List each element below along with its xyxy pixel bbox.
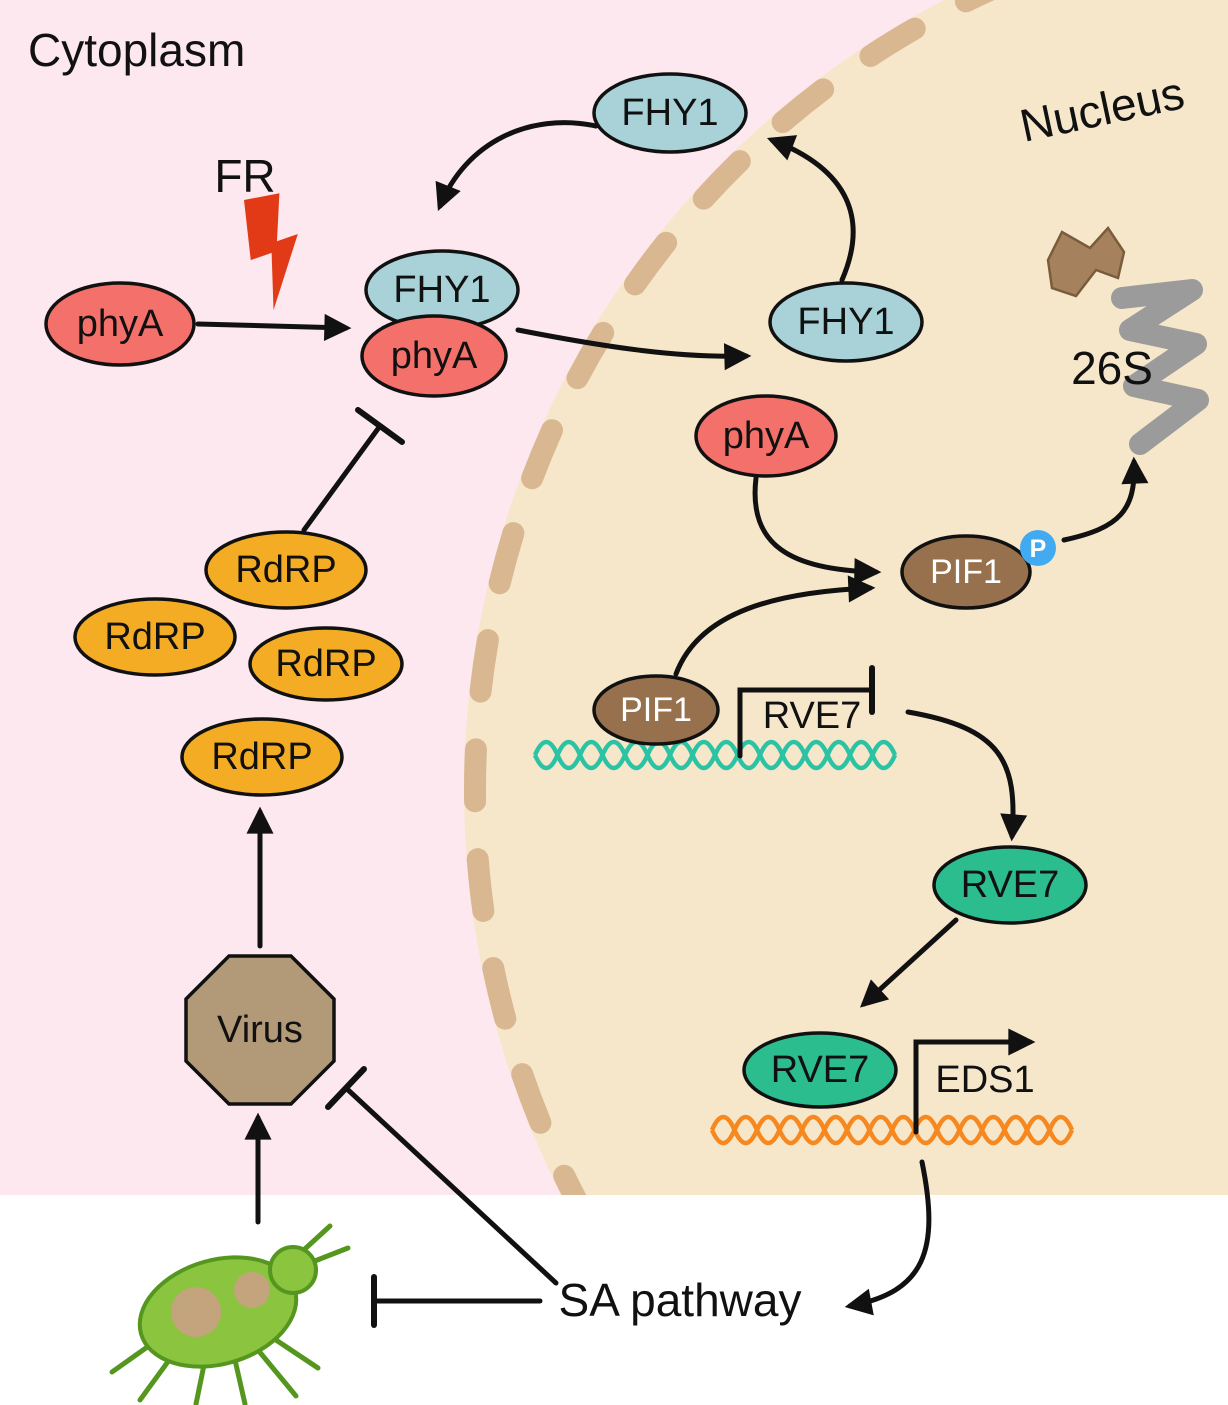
rdrp-node-4: RdRP xyxy=(180,717,344,797)
pif1-phospho-node: PIF1 P xyxy=(900,530,1056,610)
lightning-bolt-icon xyxy=(244,193,298,311)
sa-pathway-label: SA pathway xyxy=(559,1274,802,1326)
arrow-phya-pif1 xyxy=(752,475,882,586)
arrow-fhy1-recycle xyxy=(435,120,599,212)
arrow-phya-binding xyxy=(195,313,352,341)
phospho-badge-label: P xyxy=(1030,535,1047,563)
rve7-dna-strand-2 xyxy=(532,739,898,771)
eds1-dna-strand-2 xyxy=(709,1114,1075,1146)
rdrp-node-3: RdRP xyxy=(248,626,404,702)
rdrp-node-2: RdRP xyxy=(73,597,237,677)
insect-head xyxy=(268,1245,318,1295)
pif1-dna-node: PIF1 xyxy=(592,674,720,746)
fhy1-complex-label: FHY1 xyxy=(393,269,490,311)
arrow-eds1-sa xyxy=(844,1159,932,1316)
fhy1-shuttle-label: FHY1 xyxy=(621,92,718,134)
insect-spot-large xyxy=(171,1287,221,1337)
rve7-gene-promoter xyxy=(737,665,875,759)
phya-nucleus-label: phyA xyxy=(723,415,810,457)
rdrp-label-1: RdRP xyxy=(235,549,336,591)
insect-spot-small xyxy=(234,1272,270,1308)
phya-cytoplasm-node: phyA xyxy=(44,281,196,367)
rve7-dna-wave xyxy=(532,739,898,771)
rve7-bound-label: RVE7 xyxy=(771,1049,870,1091)
arrow-pif1-degradation xyxy=(1061,456,1149,543)
proteasome-26s-icon xyxy=(1046,225,1209,455)
pif1-phospho-label: PIF1 xyxy=(930,553,1002,591)
fhy1-nucleus-node: FHY1 xyxy=(768,281,924,363)
fhy1-phya-complex: FHY1 phyA xyxy=(360,249,520,398)
rdrp-label-2: RdRP xyxy=(104,616,205,658)
far-red-label: FR xyxy=(214,150,275,202)
phya-cytoplasm-label: phyA xyxy=(77,303,164,345)
arrow-fhy1-export xyxy=(766,135,856,283)
tbar-rdrp-complex xyxy=(301,407,405,533)
eds1-dna-wave xyxy=(709,1114,1075,1146)
fhy1-shuttle-node: FHY1 xyxy=(592,72,748,154)
rve7-bound-node: RVE7 xyxy=(742,1031,898,1109)
phospho-badge xyxy=(1020,530,1056,566)
rve7-protein-node: RVE7 xyxy=(932,845,1088,925)
nuclear-envelope xyxy=(464,0,995,1195)
rdrp-label-3: RdRP xyxy=(275,643,376,685)
arrow-complex-import xyxy=(515,327,752,371)
phya-complex-node xyxy=(360,314,508,398)
fhy1-nucleus-label: FHY1 xyxy=(797,301,894,343)
pif1-dna-label: PIF1 xyxy=(620,691,692,729)
eds1-gene-promoter xyxy=(913,1028,1036,1135)
arrow-pif1-phosphorylation xyxy=(673,575,876,677)
tbar-sa-insect xyxy=(371,1274,543,1328)
virus-label: Virus xyxy=(217,1009,303,1051)
virus-node: Virus xyxy=(184,954,336,1106)
phya-complex-label: phyA xyxy=(391,335,478,377)
proteasome-coil xyxy=(1111,279,1209,455)
ubiquitinated-protein-icon xyxy=(1046,225,1126,298)
eds1-gene-label: EDS1 xyxy=(935,1059,1034,1101)
tbar-sa-virus xyxy=(325,1066,559,1286)
proteasome-26s-label: 26S xyxy=(1071,342,1153,394)
rve7-protein-label: RVE7 xyxy=(961,864,1060,906)
rve7-gene-label: RVE7 xyxy=(763,695,862,737)
cytoplasm-label: Cytoplasm xyxy=(28,24,245,76)
rdrp-node-1: RdRP xyxy=(204,530,368,610)
arrow-rve7-expression xyxy=(905,709,1028,842)
rdrp-label-4: RdRP xyxy=(211,736,312,778)
phya-nucleus-node: phyA xyxy=(694,394,838,478)
arrow-rve7-binding xyxy=(859,917,959,1008)
insect-vector-icon xyxy=(109,1223,351,1405)
